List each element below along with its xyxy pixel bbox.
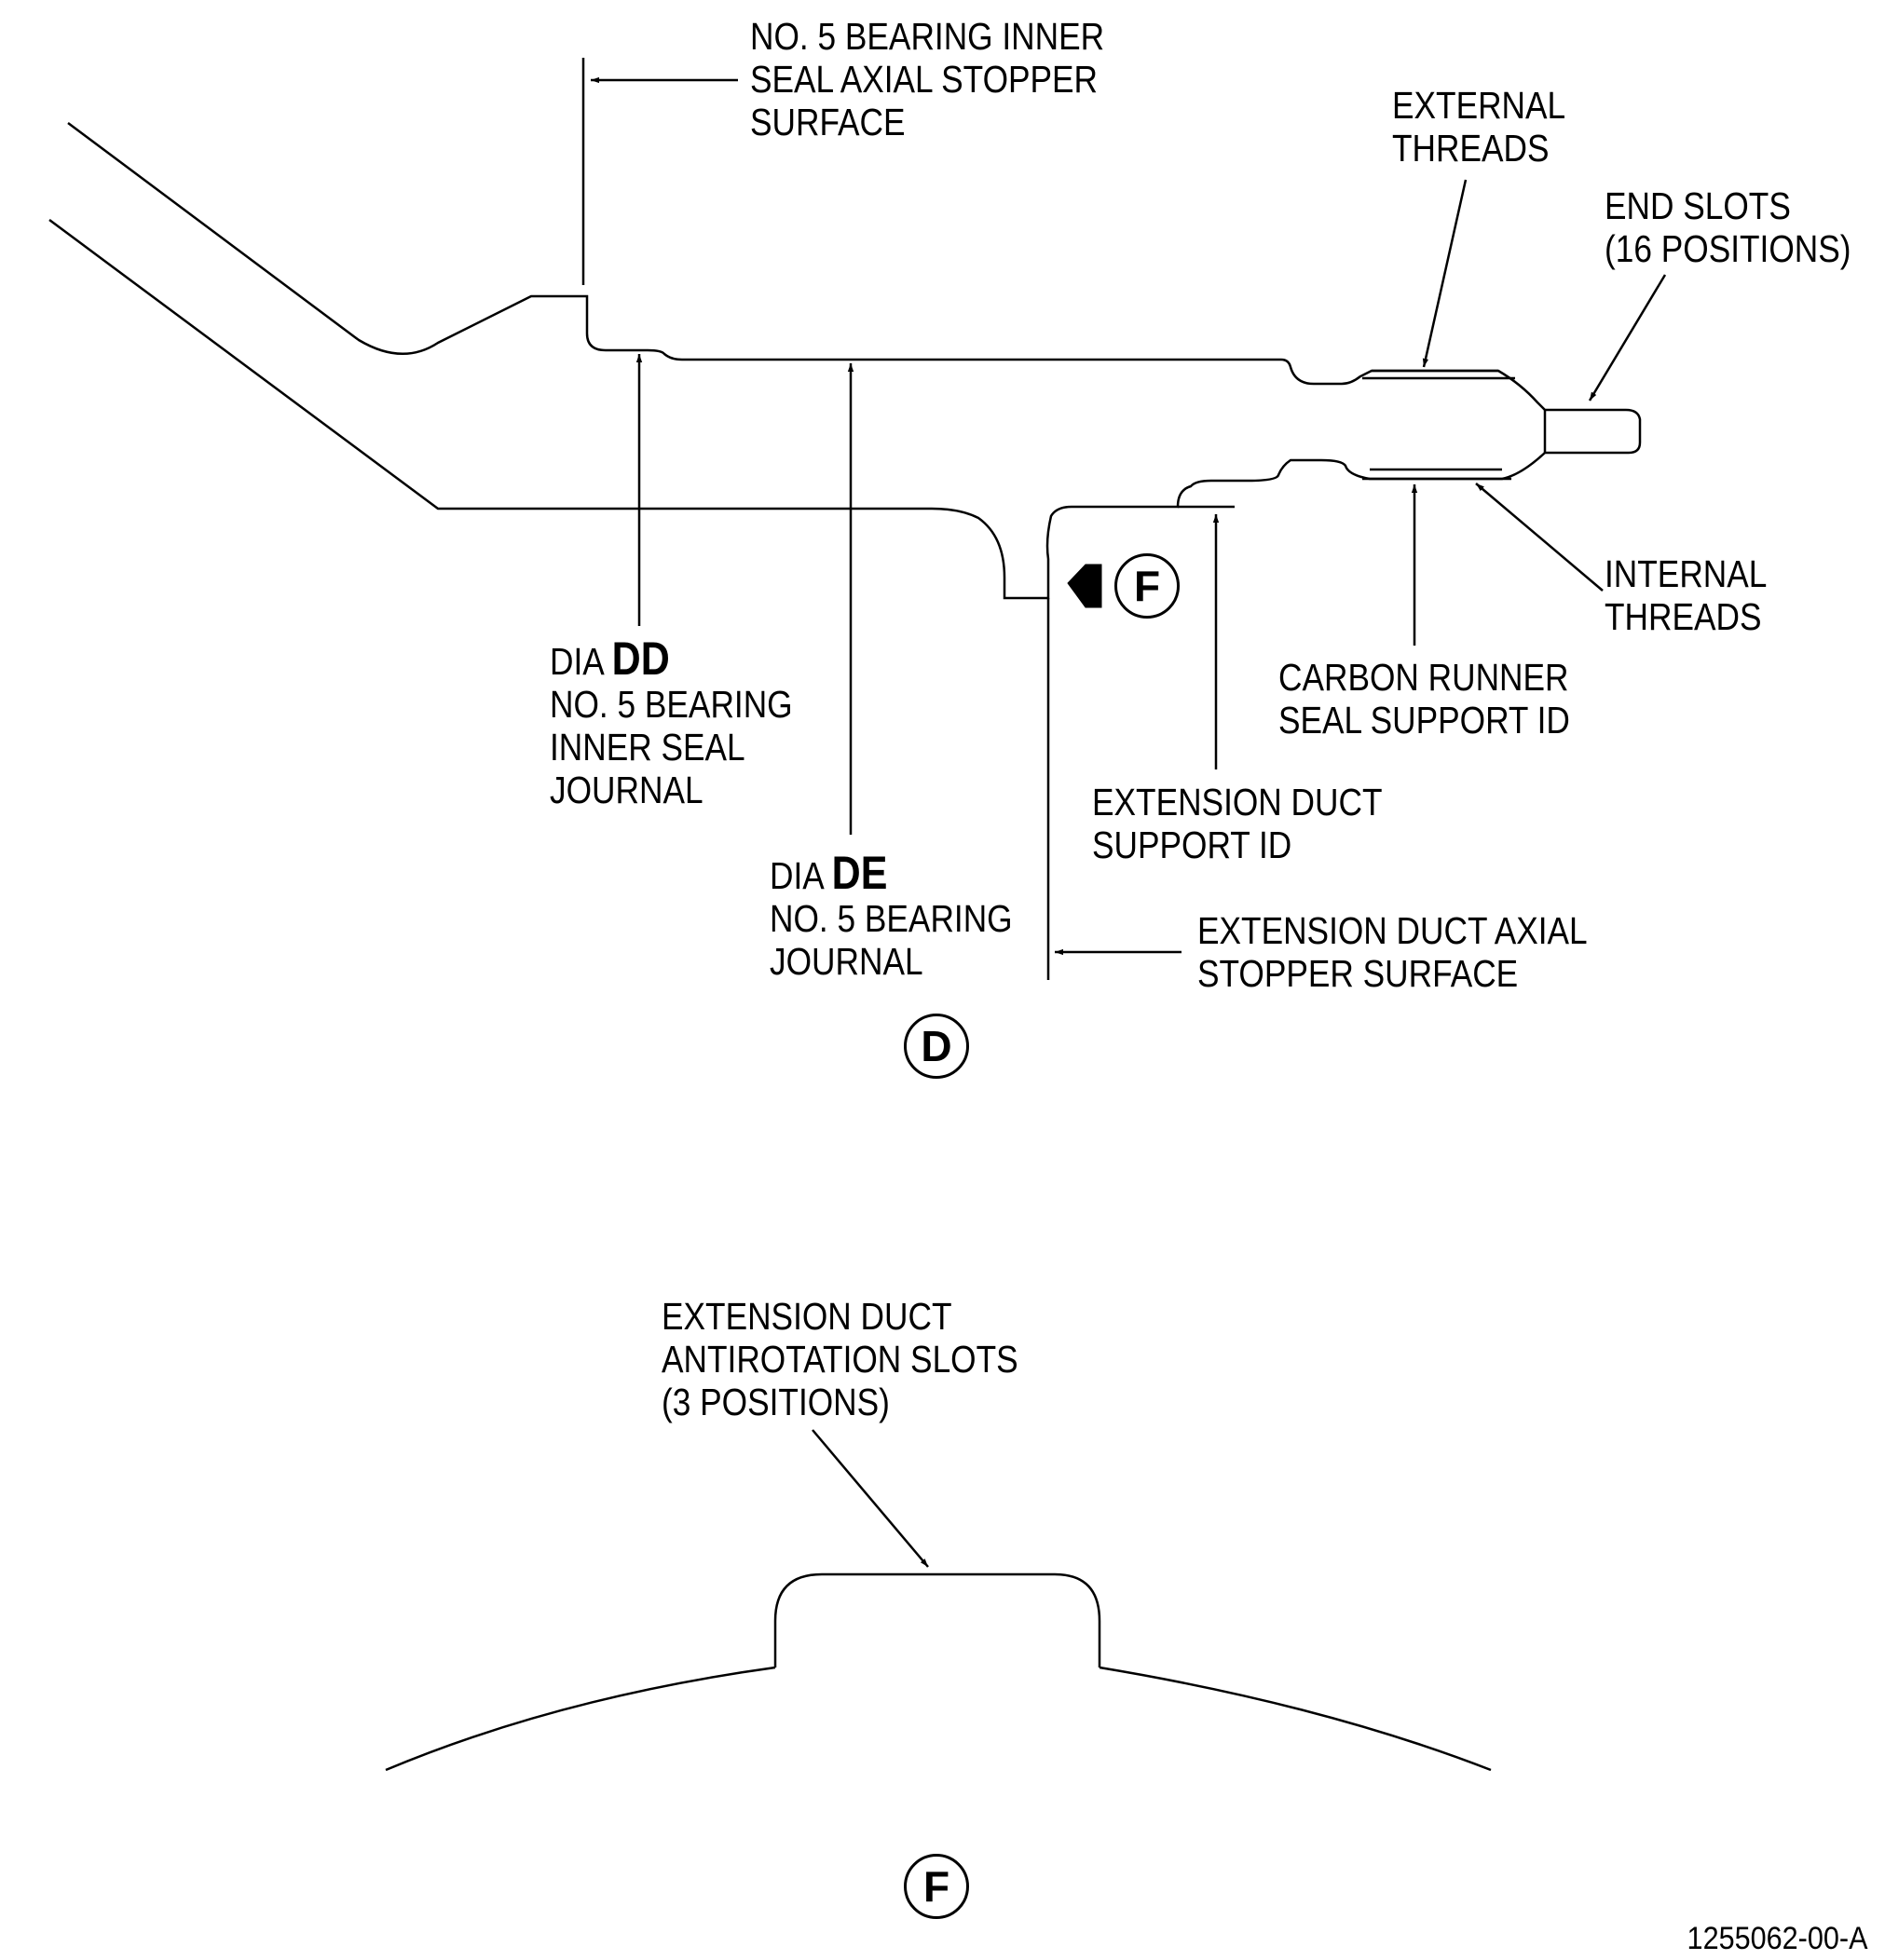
label-line: EXTENSION DUCT xyxy=(1092,781,1383,823)
leader-end-slots xyxy=(1588,274,1667,402)
label-line: (3 POSITIONS) xyxy=(662,1381,890,1423)
hub-curved-edge-right xyxy=(1099,1666,1492,1772)
dia-code-de: DE xyxy=(831,847,888,899)
label-line: STOPPER SURFACE xyxy=(1197,952,1519,995)
leader-internal-threads xyxy=(1475,483,1604,592)
label-line: EXTERNAL xyxy=(1392,84,1566,127)
view-f-arrow-marker: F xyxy=(1114,553,1180,619)
label-line: EXTENSION DUCT xyxy=(662,1295,952,1338)
label-line: JOURNAL xyxy=(770,940,923,983)
label-line: END SLOTS xyxy=(1605,184,1791,227)
antirotation-slot-outline xyxy=(773,1572,1101,1667)
view-d-marker: D xyxy=(904,1014,969,1079)
label-line: NO. 5 BEARING xyxy=(550,683,793,726)
label-line: INTERNAL xyxy=(1605,552,1768,595)
label-extension-duct-stopper: EXTENSION DUCT AXIAL STOPPER SURFACE xyxy=(1197,909,1588,995)
view-direction-arrow xyxy=(1067,564,1102,608)
label-end-slots: END SLOTS (16 POSITIONS) xyxy=(1605,184,1851,270)
label-line: SURFACE xyxy=(750,101,906,143)
dia-code-dd: DD xyxy=(611,633,670,685)
label-dia-dd: DIA DD NO. 5 BEARING INNER SEAL JOURNAL xyxy=(550,635,793,811)
view-f-marker: F xyxy=(904,1854,969,1919)
label-line: EXTENSION DUCT AXIAL xyxy=(1197,909,1588,952)
label-line: THREADS xyxy=(1392,127,1550,170)
label-external-threads: EXTERNAL THREADS xyxy=(1392,84,1565,170)
label-line: SEAL AXIAL STOPPER xyxy=(750,58,1099,101)
label-carbon-runner: CARBON RUNNER SEAL SUPPORT ID xyxy=(1278,656,1570,742)
label-internal-threads: INTERNAL THREADS xyxy=(1605,552,1767,638)
label-line: NO. 5 BEARING INNER xyxy=(750,15,1105,58)
shaft-outer-profile xyxy=(48,121,1642,600)
external-thread-lines xyxy=(1362,369,1515,380)
label-line: SEAL SUPPORT ID xyxy=(1278,699,1570,742)
label-line: JOURNAL xyxy=(550,769,703,811)
figure-number: 1255062-00-A xyxy=(1687,1921,1868,1956)
label-line: NO. 5 BEARING xyxy=(770,897,1013,940)
label-extension-duct-support: EXTENSION DUCT SUPPORT ID xyxy=(1092,781,1382,866)
internal-thread-lines xyxy=(1362,468,1511,481)
label-antirotation-slots: EXTENSION DUCT ANTIROTATION SLOTS (3 POS… xyxy=(662,1295,1018,1423)
label-line: (16 POSITIONS) xyxy=(1605,227,1851,270)
label-line: INNER SEAL xyxy=(550,726,745,769)
label-line: THREADS xyxy=(1605,595,1762,638)
hub-curved-edge xyxy=(385,1666,776,1772)
leader-antirotation-slots xyxy=(812,1429,929,1568)
dia-prefix: DIA xyxy=(550,640,603,683)
label-line: ANTIROTATION SLOTS xyxy=(662,1338,1018,1381)
label-line: CARBON RUNNER xyxy=(1278,656,1569,699)
leader-external-threads xyxy=(1422,179,1468,368)
dia-dd-heading: DIA DD xyxy=(550,635,793,683)
dia-de-heading: DIA DE xyxy=(770,850,1013,897)
label-inner-seal-stopper: NO. 5 BEARING INNER SEAL AXIAL STOPPER S… xyxy=(750,15,1104,143)
label-line: SUPPORT ID xyxy=(1092,823,1292,866)
dia-prefix: DIA xyxy=(770,854,823,897)
label-dia-de: DIA DE NO. 5 BEARING JOURNAL xyxy=(770,850,1013,983)
